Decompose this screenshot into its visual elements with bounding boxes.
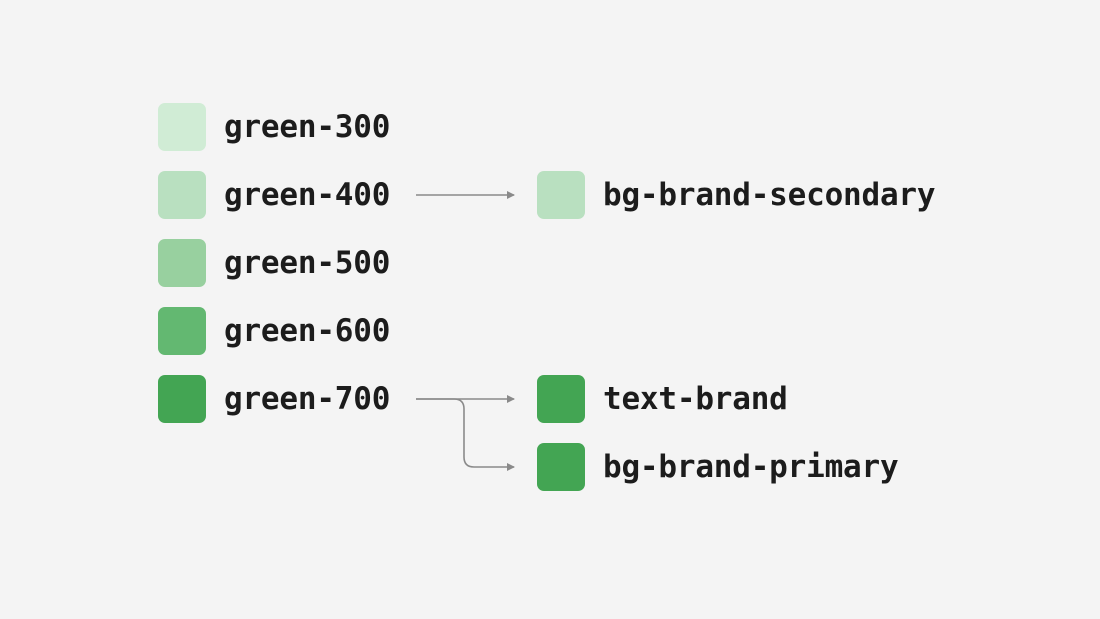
label-text-brand: text-brand [603, 381, 788, 417]
arrow-green-700-to-bg-brand-primary [416, 398, 515, 471]
label-green-600: green-600 [224, 313, 391, 349]
swatch-green-500 [158, 239, 206, 287]
label-green-300: green-300 [224, 109, 391, 145]
swatch-text-brand [537, 375, 585, 423]
label-bg-brand-primary: bg-brand-primary [603, 449, 899, 485]
label-green-400: green-400 [224, 177, 391, 213]
swatch-green-300 [158, 103, 206, 151]
label-green-500: green-500 [224, 245, 391, 281]
swatch-green-700 [158, 375, 206, 423]
label-green-700: green-700 [224, 381, 391, 417]
swatch-green-400 [158, 171, 206, 219]
label-bg-brand-secondary: bg-brand-secondary [603, 177, 936, 213]
swatch-bg-brand-secondary [537, 171, 585, 219]
swatch-green-600 [158, 307, 206, 355]
swatch-bg-brand-primary [537, 443, 585, 491]
